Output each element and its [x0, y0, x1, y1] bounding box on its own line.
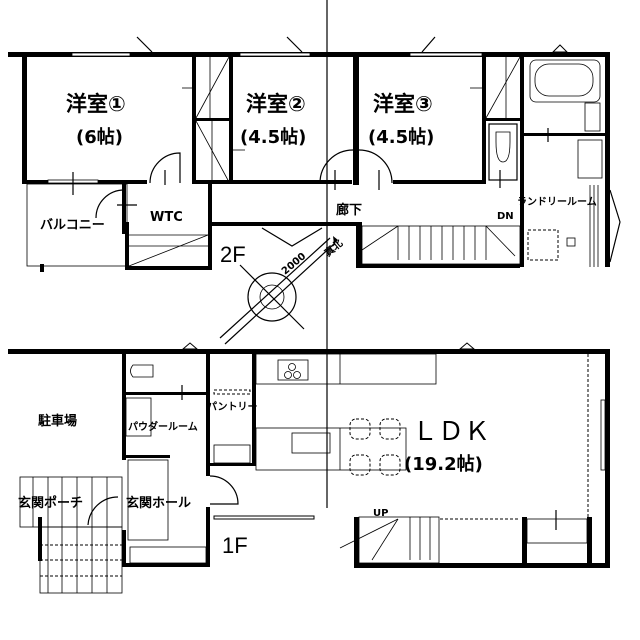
- compass-scale: 2000: [280, 251, 308, 277]
- floor-label-2f: 2F: [220, 242, 246, 267]
- porch-tiles: [19, 476, 123, 594]
- stair-treads-1f: [409, 517, 431, 560]
- room-label-western3: 洋室③: [373, 92, 433, 116]
- floor-2f: [8, 36, 621, 345]
- stair-marker-up: UP: [373, 508, 388, 519]
- room-label-pantry: パントリー: [207, 401, 258, 413]
- room-label-balcony: バルコニー: [40, 218, 105, 233]
- room-label-western2: 洋室②: [246, 92, 306, 116]
- north-compass: [219, 236, 338, 345]
- stair-treads-2f: [397, 226, 487, 260]
- room-size-ldk: (19.2帖): [404, 453, 483, 475]
- room-size-western1: (6帖): [76, 126, 123, 148]
- room-size-western2: (4.5帖): [240, 126, 306, 148]
- room-label-hallway: 廊下: [336, 202, 362, 218]
- stair-marker-dn: DN: [497, 211, 514, 222]
- floor-label-1f: 1F: [222, 533, 248, 558]
- floor-1f: [8, 0, 610, 594]
- room-label-entrance-hall: 玄関ホール: [126, 495, 191, 511]
- room-size-western3: (4.5帖): [368, 126, 434, 148]
- room-label-ldk: ＬＤＫ: [412, 417, 490, 447]
- room-label-western1: 洋室①: [66, 92, 126, 116]
- room-label-parking: 駐車場: [38, 413, 77, 429]
- room-label-laundry: ランドリールーム: [517, 196, 597, 208]
- north-label: 真北: [322, 236, 346, 259]
- room-label-entrance-porch: 玄関ポーチ: [18, 495, 83, 511]
- room-label-wtc: WTC: [150, 210, 183, 225]
- room-label-powder: パウダールーム: [128, 420, 198, 433]
